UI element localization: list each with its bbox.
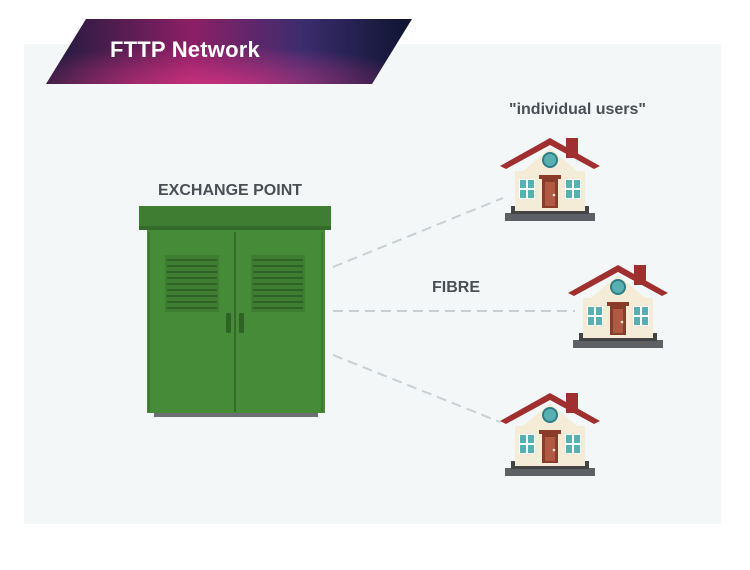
title-banner: FTTP Network [46, 19, 412, 84]
cabinet-vent-left [165, 255, 219, 312]
cabinet-icon [139, 206, 331, 417]
fibre-line-top [332, 197, 504, 268]
cabinet-vent-right [251, 255, 305, 312]
cabinet-handle-left [226, 313, 231, 333]
page-title: FTTP Network [110, 37, 260, 62]
cabinet-handle-right [239, 313, 244, 333]
fibre-lines [332, 197, 575, 423]
exchange-point-label: EXCHANGE POINT [158, 182, 303, 199]
fibre-label: FIBRE [432, 279, 480, 296]
diagram-panel [24, 44, 721, 524]
fibre-line-bottom [332, 354, 501, 423]
house-icon [499, 137, 601, 222]
individual-users-label: "individual users" [509, 101, 646, 118]
house-icon [499, 392, 601, 477]
banner-shape [46, 19, 412, 84]
house-icon [567, 264, 669, 349]
